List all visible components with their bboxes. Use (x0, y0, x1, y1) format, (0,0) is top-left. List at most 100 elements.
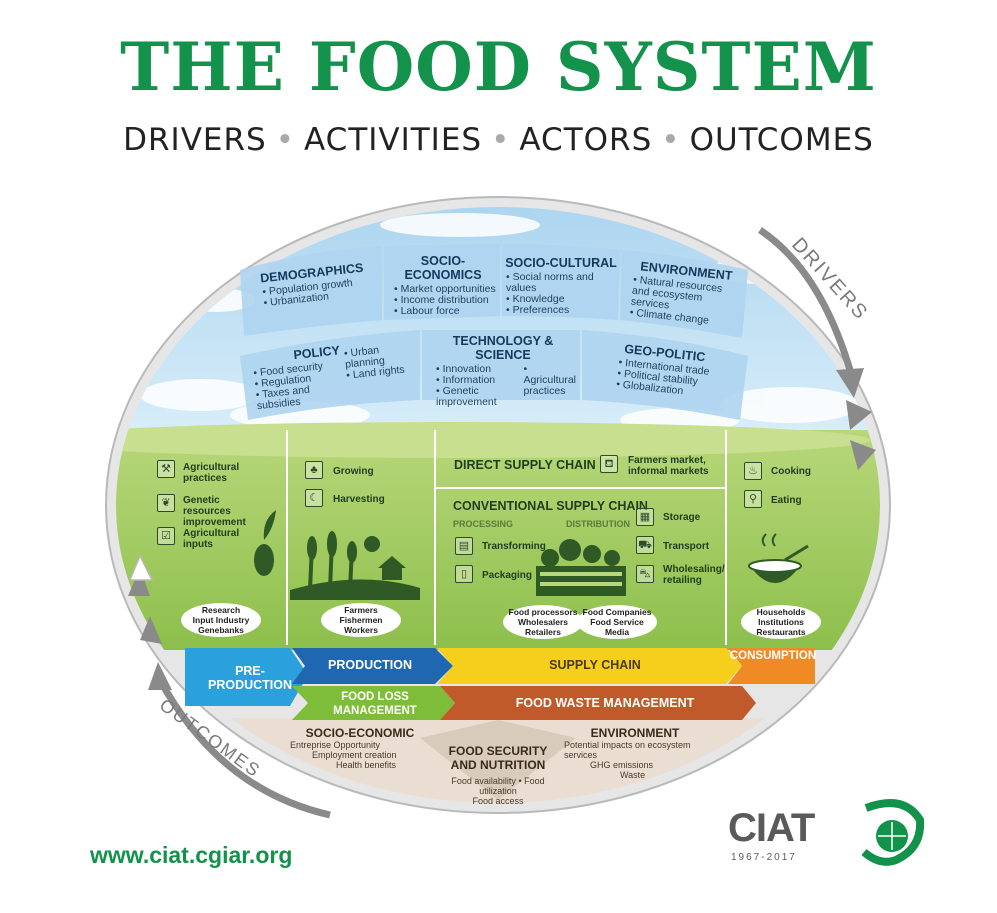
page-subtitle: DRIVERS•ACTIVITIES•ACTORS•OUTCOMES (123, 122, 874, 158)
band-production: PRODUCTION (327, 658, 413, 672)
band-food-waste: FOOD WASTE MANAGEMENT (515, 696, 695, 710)
actor-name: Genebanks (198, 625, 244, 635)
cooking-pot-icon: ♨ (744, 462, 762, 480)
driver-technology-science: TECHNOLOGY & SCIENCE InnovationInformati… (430, 334, 576, 408)
actor-name: Households (756, 607, 806, 617)
outcome-item: GHG emissions (590, 760, 654, 770)
band-consumption: CONSUMPTION (729, 650, 817, 662)
distribution-label: DISTRIBUTION (566, 519, 630, 529)
wheat-field-illustration (290, 531, 420, 600)
activity-packaging: Packaging (482, 570, 533, 581)
driver-item: Social norms and values (506, 272, 618, 294)
shopping-cart-icon: ⛍ (636, 565, 654, 583)
outcome-food-security: FOOD SECURITY AND NUTRITION Food availab… (438, 744, 558, 806)
growing-icon: ♣ (305, 461, 323, 479)
outcome-item: Entreprise Opportunity (290, 740, 381, 750)
driver-item: Market opportunities (394, 284, 498, 295)
driver-title: SOCIO-ECONOMICS (404, 254, 482, 282)
driver-item: Genetic improvement (436, 386, 519, 408)
activity-transforming: Transforming (482, 541, 546, 552)
driver-item: Income distribution (394, 295, 498, 306)
driver-socio-economics: SOCIO-ECONOMICS Market opportunitiesInco… (388, 254, 498, 317)
outcome-item: Health benefits (336, 760, 397, 770)
actor-name: Research (201, 605, 241, 615)
driver-item: Preferences (506, 305, 618, 316)
actor-name: Retailers (525, 627, 561, 637)
actor-name: Fishermen (339, 615, 383, 625)
activity-growing: Growing (333, 466, 374, 477)
website-link[interactable]: www.ciat.cgiar.org (90, 842, 293, 868)
activity-transport: Transport (663, 541, 710, 552)
driver-item: Knowledge (506, 294, 618, 305)
activity-harvesting: Harvesting (333, 494, 385, 505)
actor-name: Media (604, 627, 630, 637)
outcome-item: Food availability (451, 776, 516, 786)
activity-cooking: Cooking (771, 466, 811, 477)
ciat-logo-years: 1967-2017 (731, 852, 797, 863)
outcome-title: ENVIRONMENT (590, 726, 680, 740)
activity-eating: Eating (771, 495, 802, 506)
direct-supply-chain-title: DIRECT SUPPLY CHAIN (454, 458, 596, 472)
subtitle-drivers: DRIVERS (123, 122, 267, 158)
outcome-title: SOCIO-ECONOMIC (305, 726, 415, 740)
fork-knife-icon: ⚲ (744, 490, 762, 508)
outcome-item: Waste (620, 770, 646, 780)
seedling-illustration (254, 510, 276, 576)
processing-label: PROCESSING (453, 519, 514, 529)
driver-item: Innovation (436, 364, 519, 375)
outcome-item: Food utilization (479, 776, 545, 796)
actor-ovals (181, 603, 821, 639)
activity-farmers-market: Farmers market, informal markets (628, 455, 709, 477)
arrow-heads (128, 368, 876, 690)
driver-item: Labour force (394, 306, 498, 317)
rice-bowl-illustration (748, 533, 809, 583)
produce-crate-illustration (536, 539, 626, 596)
transforming-icon: ▤ (455, 537, 473, 555)
outcome-item: Food access (472, 796, 524, 806)
band-pre-production: PRE- PRODUCTION (207, 664, 293, 692)
outcome-item: Potential impacts on ecosystem services (564, 740, 691, 760)
actor-name: Workers (344, 625, 378, 635)
actor-name: Input Industry (192, 615, 250, 625)
subtitle-actors: ACTORS (519, 122, 653, 158)
actor-name: Farmers (344, 605, 378, 615)
driver-socio-cultural: SOCIO-CULTURAL Social norms and valuesKn… (504, 256, 618, 316)
outcome-item: Employment creation (312, 750, 397, 760)
activity-agricultural-inputs: Agricultural inputs (183, 528, 240, 550)
subtitle-activities: ACTIVITIES (304, 122, 483, 158)
band-supply-chain: SUPPLY CHAIN (549, 658, 641, 672)
actor-name: Food processors (508, 607, 578, 617)
actor-name: Food Service (590, 617, 644, 627)
outcome-title: FOOD SECURITY AND NUTRITION (448, 744, 548, 772)
horizon (116, 422, 870, 458)
conventional-supply-chain-title: CONVENTIONAL SUPPLY CHAIN (453, 499, 648, 513)
cycle-arrows (156, 227, 854, 819)
actor-name: Wholesalers (517, 617, 569, 627)
ciat-logo-graphic (861, 799, 925, 866)
transport-truck-icon: ⛟ (636, 536, 654, 554)
page-title: THE FOOD SYSTEM (120, 28, 877, 106)
packaging-icon: ▯ (455, 565, 473, 583)
driver-item: Information (436, 375, 519, 386)
activity-genetic-resources: Genetic resources improvement (183, 495, 246, 528)
subtitle-outcomes: OUTCOMES (689, 122, 874, 158)
driver-environment: ENVIRONMENT Natural resources and ecosys… (625, 258, 743, 329)
harvesting-icon: ☾ (305, 489, 323, 507)
activity-agricultural-practices: Agricultural practices (183, 462, 240, 484)
actor-name: Food Companies (582, 607, 652, 617)
agricultural-tools-icon: ⚒ (157, 460, 175, 478)
driver-title: SOCIO-CULTURAL (505, 256, 617, 270)
genetic-resources-icon: ❦ (157, 494, 175, 512)
agricultural-inputs-icon: ☑ (157, 527, 175, 545)
outcome-separators (420, 720, 576, 800)
cycle-arrow-outline (128, 554, 154, 581)
outcome-environment: ENVIRONMENT Potential impacts on ecosyst… (560, 726, 710, 780)
outcome-socio-economic: SOCIO-ECONOMIC Entreprise Opportunity Em… (290, 726, 430, 770)
driver-item: Agricultural practices (523, 364, 576, 397)
actor-name: Restaurants (756, 627, 806, 637)
